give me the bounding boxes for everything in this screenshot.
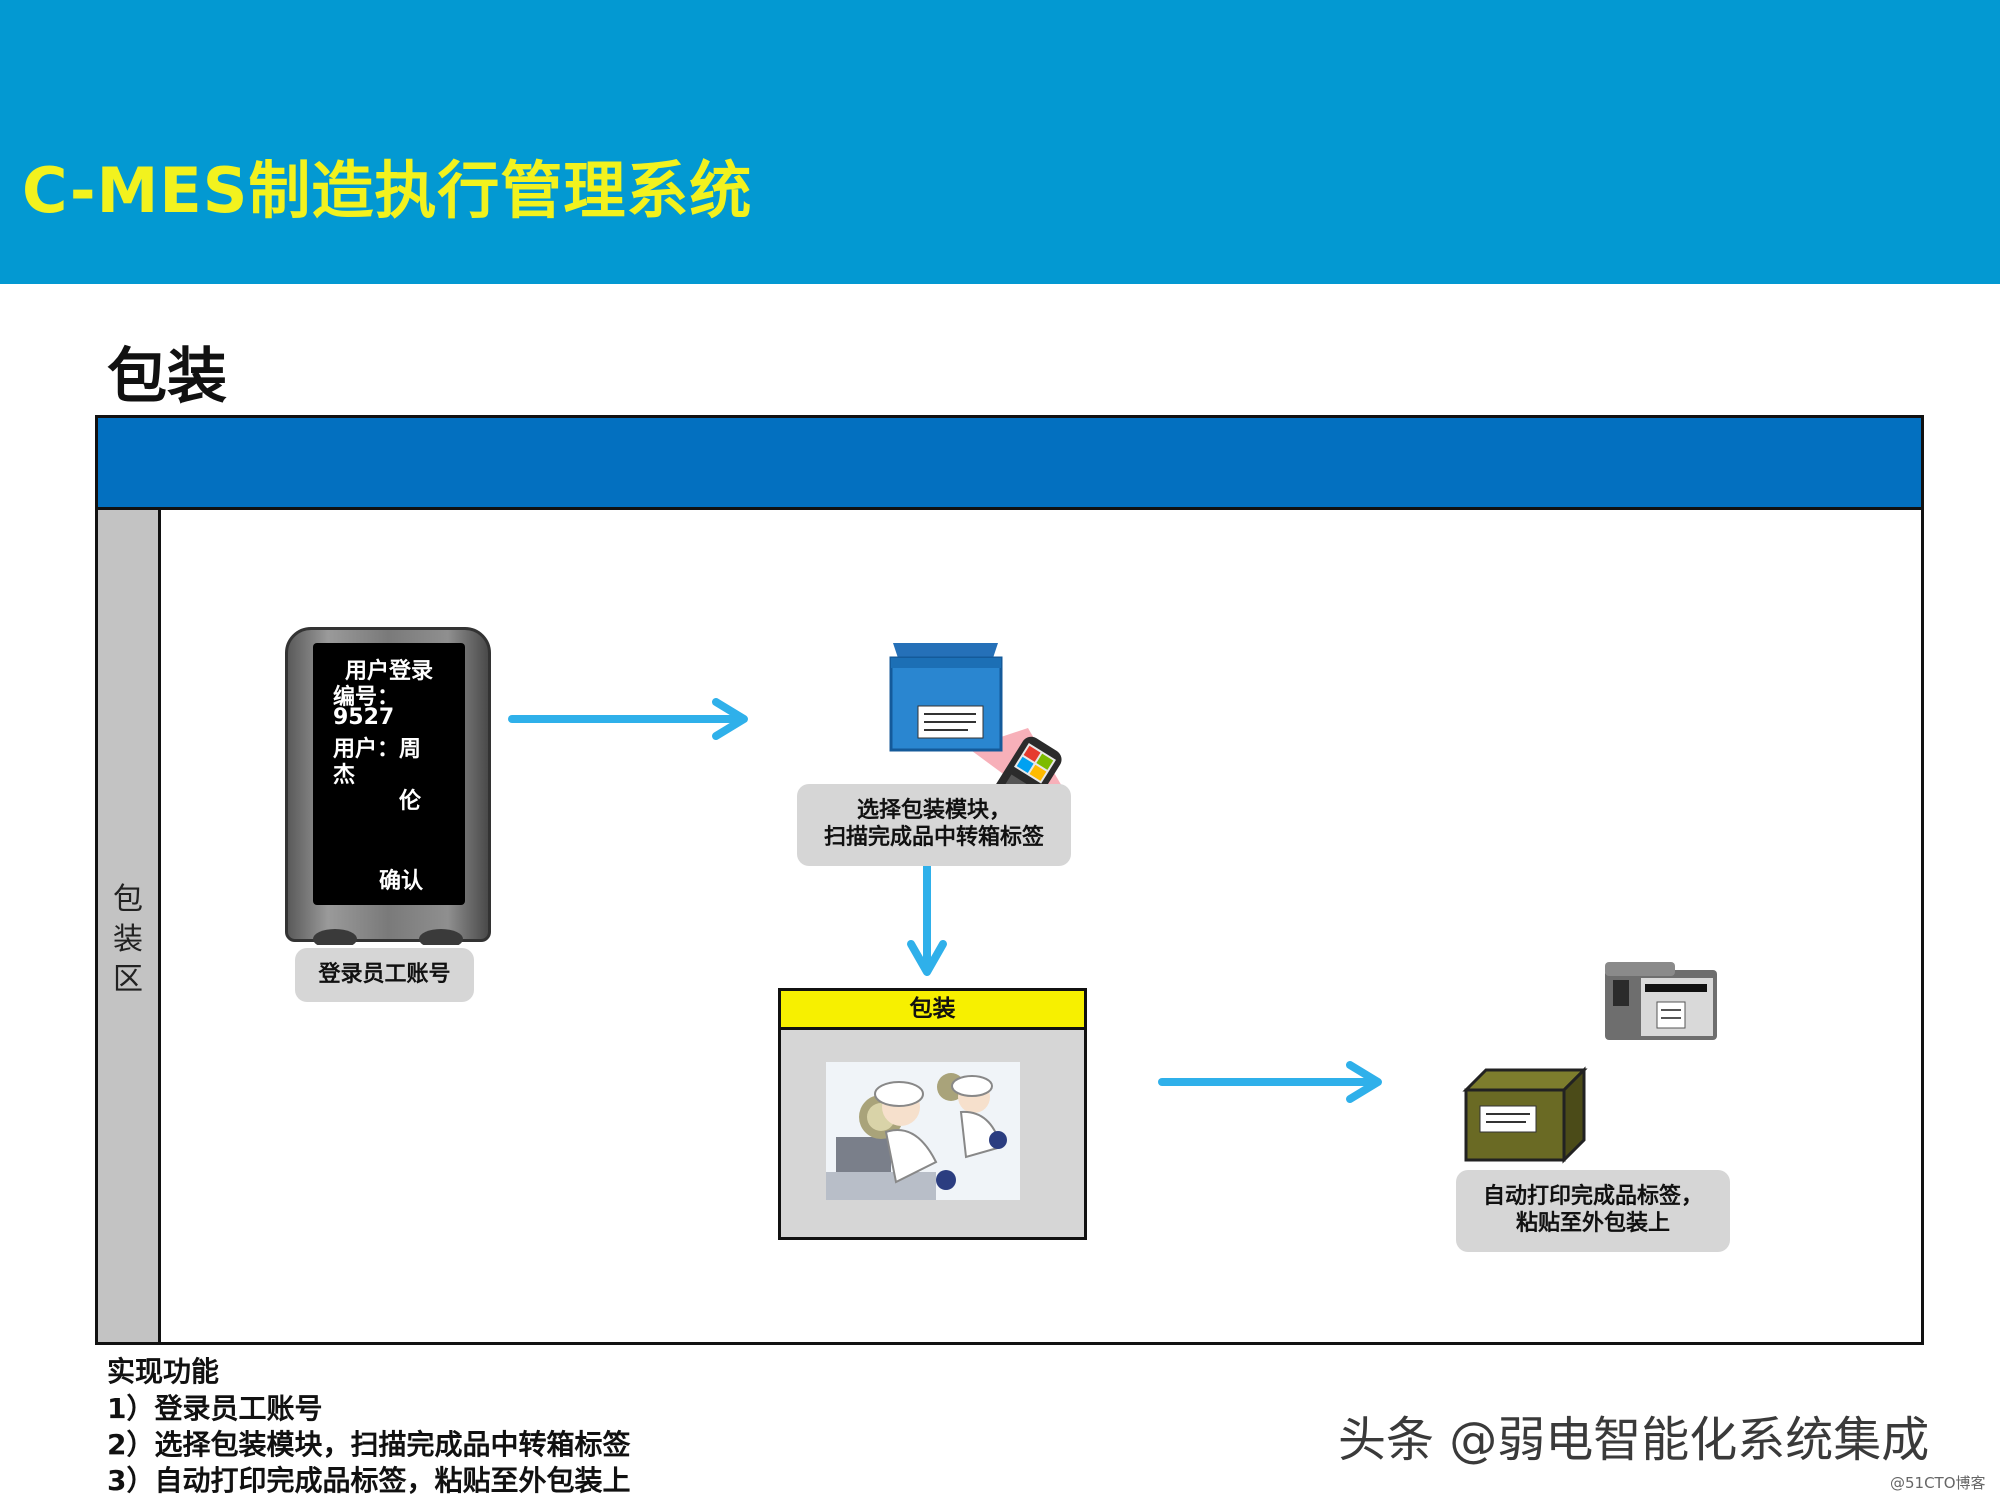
user-name-line3: 伦 [399, 789, 422, 814]
print-caption-line: 自动打印完成品标签， [1482, 1184, 1703, 1209]
login-title: 用户登录 [345, 659, 434, 684]
zone-column [98, 510, 161, 1342]
zone-label-char: 区 [113, 962, 143, 997]
zone-label-char: 装 [113, 922, 143, 957]
header-banner [0, 0, 2000, 284]
phone-screen: 用户登录 编号： 9527 用户：周 杰 伦 确认 [313, 643, 465, 905]
print-caption: 自动打印完成品标签， 粘贴至外包装上 [1456, 1170, 1730, 1252]
scan-caption-line: 扫描完成品中转箱标签 [823, 825, 1044, 850]
user-label: 用户：周 [333, 737, 422, 762]
print-caption-line: 粘贴至外包装上 [1515, 1211, 1670, 1236]
watermark: 头条 @弱电智能化系统集成 [1338, 1412, 1930, 1468]
arrow-right-icon [508, 698, 748, 740]
scan-caption: 选择包装模块， 扫描完成品中转箱标签 [797, 784, 1071, 866]
arrow-down-icon [907, 860, 947, 976]
scan-caption-line: 选择包装模块， [856, 798, 1011, 823]
label-printer-icon [1605, 962, 1717, 1040]
login-caption: 登录员工账号 [295, 948, 474, 1002]
feature-item: 1）登录员工账号 [107, 1392, 323, 1425]
feature-item: 2）选择包装模块，扫描完成品中转箱标签 [107, 1428, 631, 1461]
frame-header-bar [98, 418, 1921, 510]
labeled-box-icon [1462, 1066, 1588, 1164]
app-title: C-MES制造执行管理系统 [22, 154, 753, 227]
features-heading: 实现功能 [107, 1355, 220, 1388]
confirm-button[interactable]: 确认 [379, 869, 424, 894]
source-credit: @51CTO博客 [1890, 1474, 1986, 1492]
packaging-header: 包装 [781, 991, 1084, 1030]
feature-item: 3）自动打印完成品标签，粘贴至外包装上 [107, 1464, 631, 1497]
phone-buttons-icon [313, 929, 463, 945]
zone-label: 包 装 区 [98, 880, 158, 1000]
arrow-right-icon [1158, 1061, 1382, 1103]
user-name-line2: 杰 [333, 763, 356, 788]
id-value: 9527 [333, 705, 395, 730]
id-label: 编号： [333, 685, 400, 710]
zone-label-char: 包 [113, 882, 143, 917]
section-title: 包装 [107, 342, 227, 412]
packaging-workers-icon [826, 1062, 1020, 1200]
